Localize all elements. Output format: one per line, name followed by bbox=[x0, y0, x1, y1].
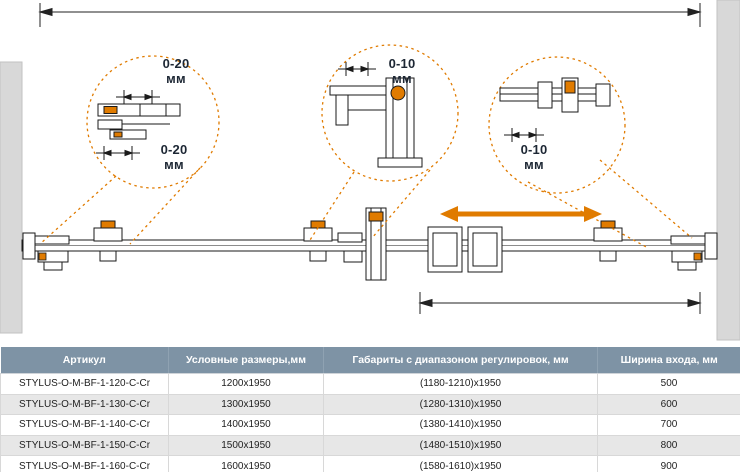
callout-circle-1 bbox=[86, 55, 220, 189]
dimension-unit: мм bbox=[164, 157, 184, 172]
cell-adjustment-range: (1480-1510)x1950 bbox=[323, 434, 598, 457]
left-wall-bracket bbox=[22, 232, 70, 271]
dimension-value: 0-20 bbox=[160, 142, 188, 157]
table-row: STYLUS-O-M-BF-1-160-C-Cr 1600x1950 (1580… bbox=[0, 455, 740, 472]
cell-nominal-size: 1400x1950 bbox=[168, 414, 324, 436]
spec-table: Артикул Условные размеры,мм Габариты с д… bbox=[0, 347, 740, 472]
callout3-drawing bbox=[499, 77, 611, 142]
cell-adjustment-range: (1180-1210)x1950 bbox=[323, 373, 598, 395]
dimension-unit: мм bbox=[524, 157, 544, 172]
dimension-unit: мм bbox=[166, 71, 186, 86]
callout1-bottom-dimension-label: 0-20 мм bbox=[142, 142, 206, 172]
cell-article: STYLUS-O-M-BF-1-120-C-Cr bbox=[0, 373, 169, 395]
col-header-nominal-size: Условные размеры,мм bbox=[168, 347, 324, 374]
cell-article: STYLUS-O-M-BF-1-150-C-Cr bbox=[0, 434, 169, 457]
dimension-unit: мм bbox=[392, 71, 412, 86]
dimension-value: 0-10 bbox=[520, 142, 548, 157]
cell-entry-width: 600 bbox=[597, 393, 740, 416]
dimension-value: 0-20 bbox=[162, 56, 190, 71]
cell-article: STYLUS-O-M-BF-1-140-C-Cr bbox=[0, 414, 169, 436]
assembly-diagram bbox=[0, 0, 740, 341]
callout-circle-3 bbox=[488, 56, 626, 194]
spec-table-header-row: Артикул Условные размеры,мм Габариты с д… bbox=[0, 347, 740, 374]
center-closing-profile bbox=[365, 207, 387, 281]
dimension-value: 0-10 bbox=[388, 56, 416, 71]
col-header-article: Артикул bbox=[0, 347, 169, 374]
table-row: STYLUS-O-M-BF-1-130-C-Cr 1300x1950 (1280… bbox=[0, 393, 740, 416]
roller-carriage-right bbox=[593, 220, 623, 262]
callout2-dimension-label: 0-10 мм bbox=[374, 56, 430, 86]
table-row: STYLUS-O-M-BF-1-120-C-Cr 1200x1950 (1180… bbox=[0, 373, 740, 395]
roller-carriage-left bbox=[93, 220, 123, 262]
spec-table-body: STYLUS-O-M-BF-1-120-C-Cr 1200x1950 (1180… bbox=[0, 373, 740, 472]
cell-nominal-size: 1200x1950 bbox=[168, 373, 324, 395]
cell-entry-width: 700 bbox=[597, 414, 740, 436]
cell-adjustment-range: (1380-1410)x1950 bbox=[323, 414, 598, 436]
cell-entry-width: 500 bbox=[597, 373, 740, 395]
cell-adjustment-range: (1580-1610)x1950 bbox=[323, 455, 598, 472]
table-row: STYLUS-O-M-BF-1-140-C-Cr 1400x1950 (1380… bbox=[0, 414, 740, 436]
top-width-dimension bbox=[38, 3, 702, 27]
left-wall bbox=[0, 61, 23, 334]
callout3-dimension-label: 0-10 мм bbox=[506, 142, 562, 172]
entry-width-dimension bbox=[418, 292, 702, 314]
callout-circles bbox=[39, 44, 693, 249]
callout1-top-dimension-label: 0-20 мм bbox=[146, 56, 206, 86]
cell-nominal-size: 1500x1950 bbox=[168, 434, 324, 457]
callout-circle-2 bbox=[321, 44, 459, 182]
cell-article: STYLUS-O-M-BF-1-130-C-Cr bbox=[0, 393, 169, 416]
col-header-adjustment-range: Габариты с диапазоном регулировок, мм bbox=[323, 347, 598, 374]
cell-nominal-size: 1300x1950 bbox=[168, 393, 324, 416]
table-row: STYLUS-O-M-BF-1-150-C-Cr 1500x1950 (1480… bbox=[0, 434, 740, 457]
callout2-drawing bbox=[329, 62, 423, 168]
cell-entry-width: 900 bbox=[597, 455, 740, 472]
cell-article: STYLUS-O-M-BF-1-160-C-Cr bbox=[0, 455, 169, 472]
col-header-entry-width: Ширина входа, мм bbox=[597, 347, 740, 374]
door-panel-blocks bbox=[427, 226, 503, 273]
right-wall bbox=[716, 0, 740, 341]
right-wall-bracket bbox=[670, 232, 718, 271]
cell-adjustment-range: (1280-1310)x1950 bbox=[323, 393, 598, 416]
slide-direction-arrow-icon bbox=[440, 206, 602, 222]
cell-nominal-size: 1600x1950 bbox=[168, 455, 324, 472]
callout1-drawing bbox=[96, 90, 181, 160]
cell-entry-width: 800 bbox=[597, 434, 740, 457]
